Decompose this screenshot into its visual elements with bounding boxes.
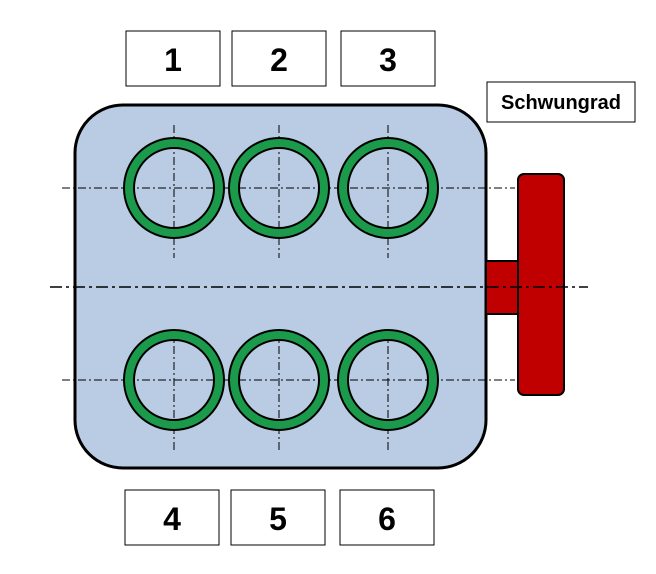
cylinder-number-5: 5 — [269, 501, 287, 537]
cylinder-2 — [228, 137, 330, 239]
cylinder-ring — [230, 139, 328, 237]
cylinder-number-3: 3 — [379, 42, 397, 78]
flywheel-label: Schwungrad — [501, 92, 621, 114]
cylinder-number-6: 6 — [378, 501, 396, 537]
flywheel — [517, 173, 565, 396]
cylinder-number-1: 1 — [164, 42, 182, 78]
cylinder-number-2: 2 — [270, 42, 288, 78]
cylinder-label-box-1: 1 — [125, 30, 221, 87]
flywheel-label-box: Schwungrad — [486, 81, 636, 123]
cylinder-ring — [125, 331, 223, 429]
cylinder-6 — [337, 329, 439, 431]
cylinder-ring — [125, 139, 223, 237]
cylinder-label-box-6: 6 — [339, 489, 435, 546]
cylinder-label-box-2: 2 — [231, 30, 327, 87]
cylinder-ring — [230, 331, 328, 429]
cylinder-label-box-5: 5 — [230, 489, 326, 546]
cylinder-number-4: 4 — [163, 501, 181, 537]
cylinder-1 — [123, 137, 225, 239]
cylinder-4 — [123, 329, 225, 431]
cylinder-label-box-3: 3 — [340, 30, 436, 87]
cylinder-label-box-4: 4 — [124, 489, 220, 546]
cylinder-ring — [339, 139, 437, 237]
cylinder-3 — [337, 137, 439, 239]
cylinder-5 — [228, 329, 330, 431]
cylinder-ring — [339, 331, 437, 429]
